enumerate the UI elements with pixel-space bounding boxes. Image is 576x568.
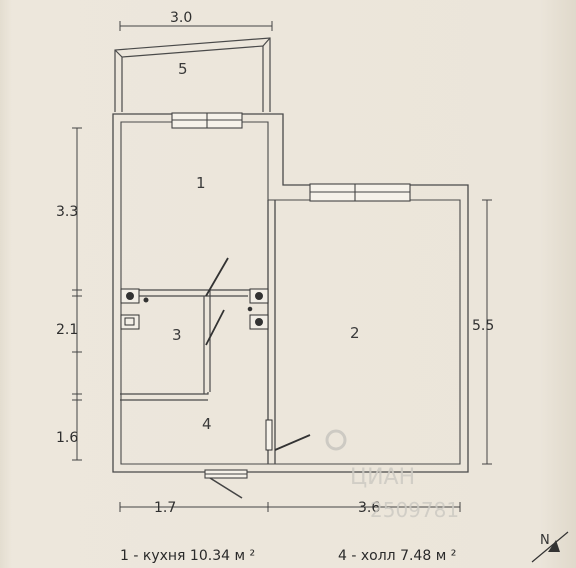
dim-room4-height: 1.6 <box>56 430 78 446</box>
watermark-logo-text: ЦИАН <box>350 465 415 490</box>
dim-right-height: 5.5 <box>472 318 494 334</box>
room-number-2: 2 <box>350 324 360 342</box>
dim-room3-height: 2.1 <box>56 322 78 338</box>
door-swings <box>205 257 311 451</box>
legend-item-4: 4 - холл 7.48 м ² <box>338 548 456 564</box>
window-room1 <box>171 112 243 129</box>
interior-walls <box>120 289 268 401</box>
compass-letter: N <box>540 533 550 548</box>
dim-room1-height: 3.3 <box>56 204 78 220</box>
dimension-lines <box>72 21 492 512</box>
room-number-3: 3 <box>172 326 182 344</box>
fixtures <box>120 288 269 330</box>
room-number-4: 4 <box>202 415 212 433</box>
dim-top-width: 3.0 <box>170 10 192 26</box>
room-number-1: 1 <box>196 174 206 192</box>
outer-walls <box>112 113 469 473</box>
window-room2 <box>309 183 411 202</box>
compass-icon: N <box>531 531 569 563</box>
balcony-outline <box>114 37 271 112</box>
room-number-5: 5 <box>178 60 188 78</box>
dim-bottom-left: 1.7 <box>154 500 176 516</box>
watermark: ЦИАН 2509781 <box>325 429 459 522</box>
dim-bottom-right: 3.6 <box>358 500 380 516</box>
watermark-id: 2509781 <box>370 498 459 522</box>
legend-item-1: 1 - кухня 10.34 м ² <box>120 548 255 564</box>
door-entrance <box>204 469 248 499</box>
